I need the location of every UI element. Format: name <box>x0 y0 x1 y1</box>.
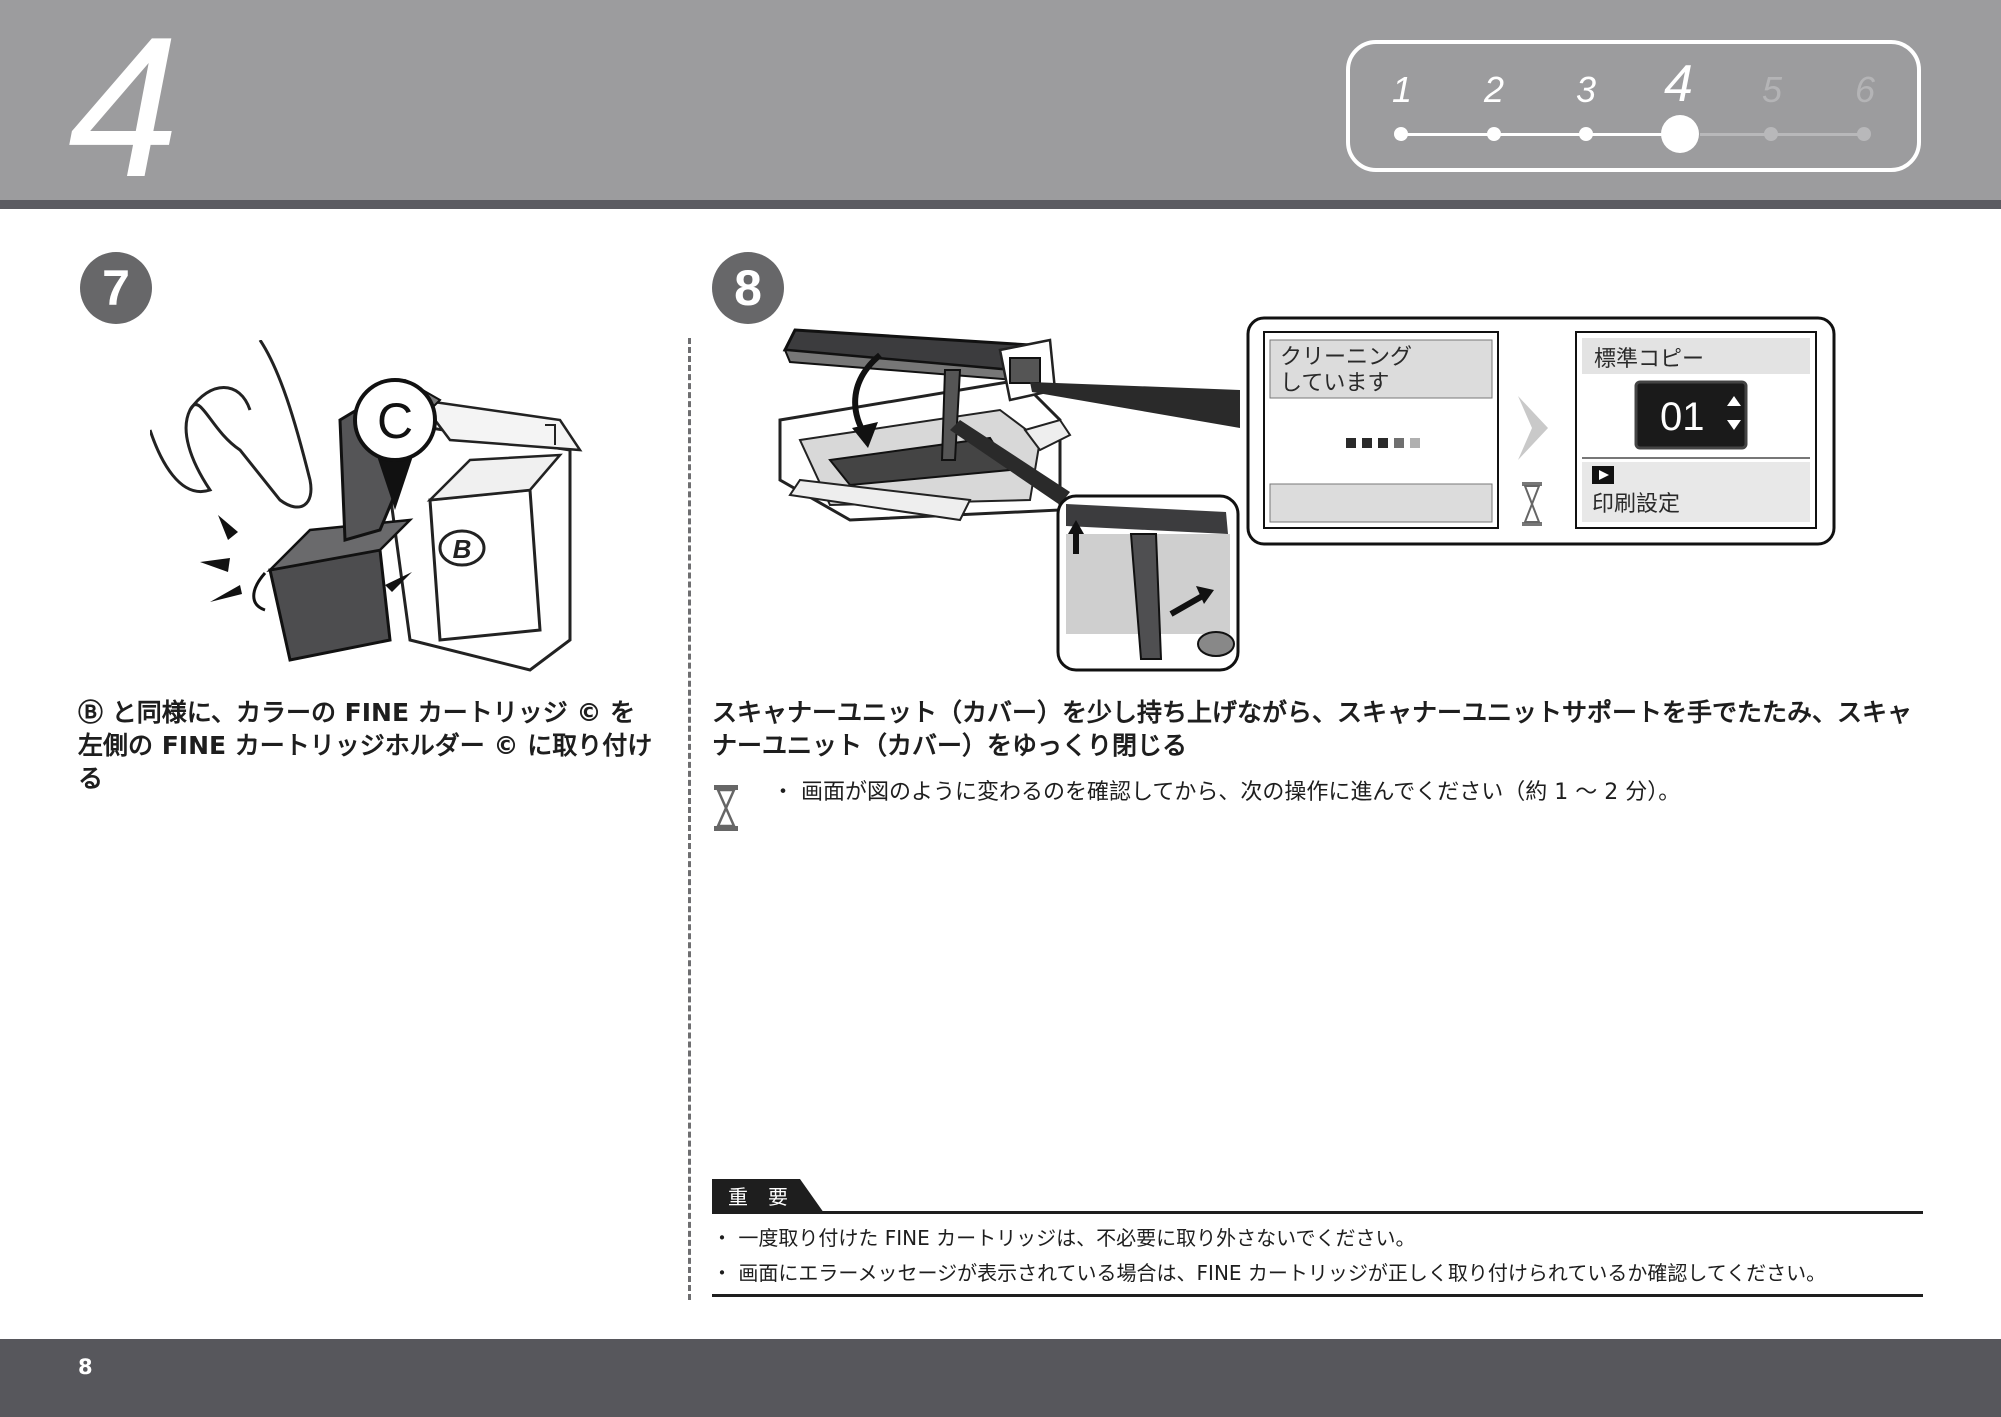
progress-dot-6 <box>1857 127 1871 141</box>
important-tab: 重 要 <box>712 1179 824 1213</box>
hourglass-icon <box>714 785 738 831</box>
screen-before-line2: しています <box>1280 371 1389 396</box>
menu-label: 印刷設定 <box>1592 492 1680 517</box>
progress-indicator-inner <box>1354 48 1913 164</box>
important-label: 重 要 <box>728 1185 788 1209</box>
progress-dot-5 <box>1764 127 1778 141</box>
important-item: ・ 一度取り付けた FINE カートリッジは、不必要に取り外さないでください。 <box>712 1226 1416 1250</box>
screen-before-line1: クリーニング <box>1280 345 1412 370</box>
progress-dot-3 <box>1579 127 1593 141</box>
step-8-badge: 8 <box>712 252 784 324</box>
progress-squares <box>1346 438 1420 448</box>
page-footer <box>0 1339 2001 1417</box>
column-divider <box>688 338 691 1300</box>
important-rule-bottom <box>712 1294 1923 1297</box>
important-item: ・ 画面にエラーメッセージが表示されている場合は、FINE カートリッジが正しく… <box>712 1261 1827 1285</box>
printer-illustration <box>778 328 1240 522</box>
progress-step-6: 6 <box>1855 69 1876 110</box>
scanner-support-detail <box>1056 494 1240 672</box>
ref-b-icon: Ⓑ <box>78 698 104 727</box>
progress-step-5: 5 <box>1762 69 1783 110</box>
progress-step-2: 2 <box>1484 69 1505 110</box>
callout-c-label: C <box>377 393 413 449</box>
progress-step-3: 3 <box>1576 69 1597 110</box>
header-rule <box>0 200 2001 209</box>
progress-dot-4-current <box>1661 115 1699 153</box>
copies-value: 01 <box>1660 395 1705 439</box>
lcd-screens-panel: クリーニング しています 標準コピー 01 印刷設定 <box>1246 316 1836 546</box>
ref-c-icon: © <box>576 698 602 727</box>
screen-after-title: 標準コピー <box>1594 347 1704 372</box>
step-8-instruction: スキャナーユニット（カバー）を少し持ち上げながら、スキャナーユニットサポートを手… <box>712 698 1913 760</box>
step-7-badge: 7 <box>80 252 152 324</box>
hourglass-icon <box>1522 482 1542 526</box>
progress-step-1: 1 <box>1392 69 1413 110</box>
progress-dot-1 <box>1394 127 1408 141</box>
step-7-illustration: B C <box>150 340 583 672</box>
page-number: 8 <box>78 1355 93 1379</box>
section-number: 4 <box>68 0 179 219</box>
progress-line-done <box>1402 133 1680 136</box>
ref-c-icon: © <box>493 731 519 760</box>
progress-indicator <box>1346 40 1921 172</box>
important-rule-top <box>712 1211 1923 1214</box>
step-8-note: ・ 画面が図のように変わるのを確認してから、次の操作に進んでください（約 1 ～… <box>772 780 1681 805</box>
step-7-instruction: Ⓑ と同様に、カラーの FINE カートリッジ © を左側の FINE カートリ… <box>78 698 653 793</box>
cartridge-b-label: B <box>453 534 472 564</box>
progress-line-remaining <box>1700 133 1864 136</box>
copies-stepper-icon <box>1727 396 1741 430</box>
progress-step-4-current: 4 <box>1664 55 1693 113</box>
progress-dot-2 <box>1487 127 1501 141</box>
